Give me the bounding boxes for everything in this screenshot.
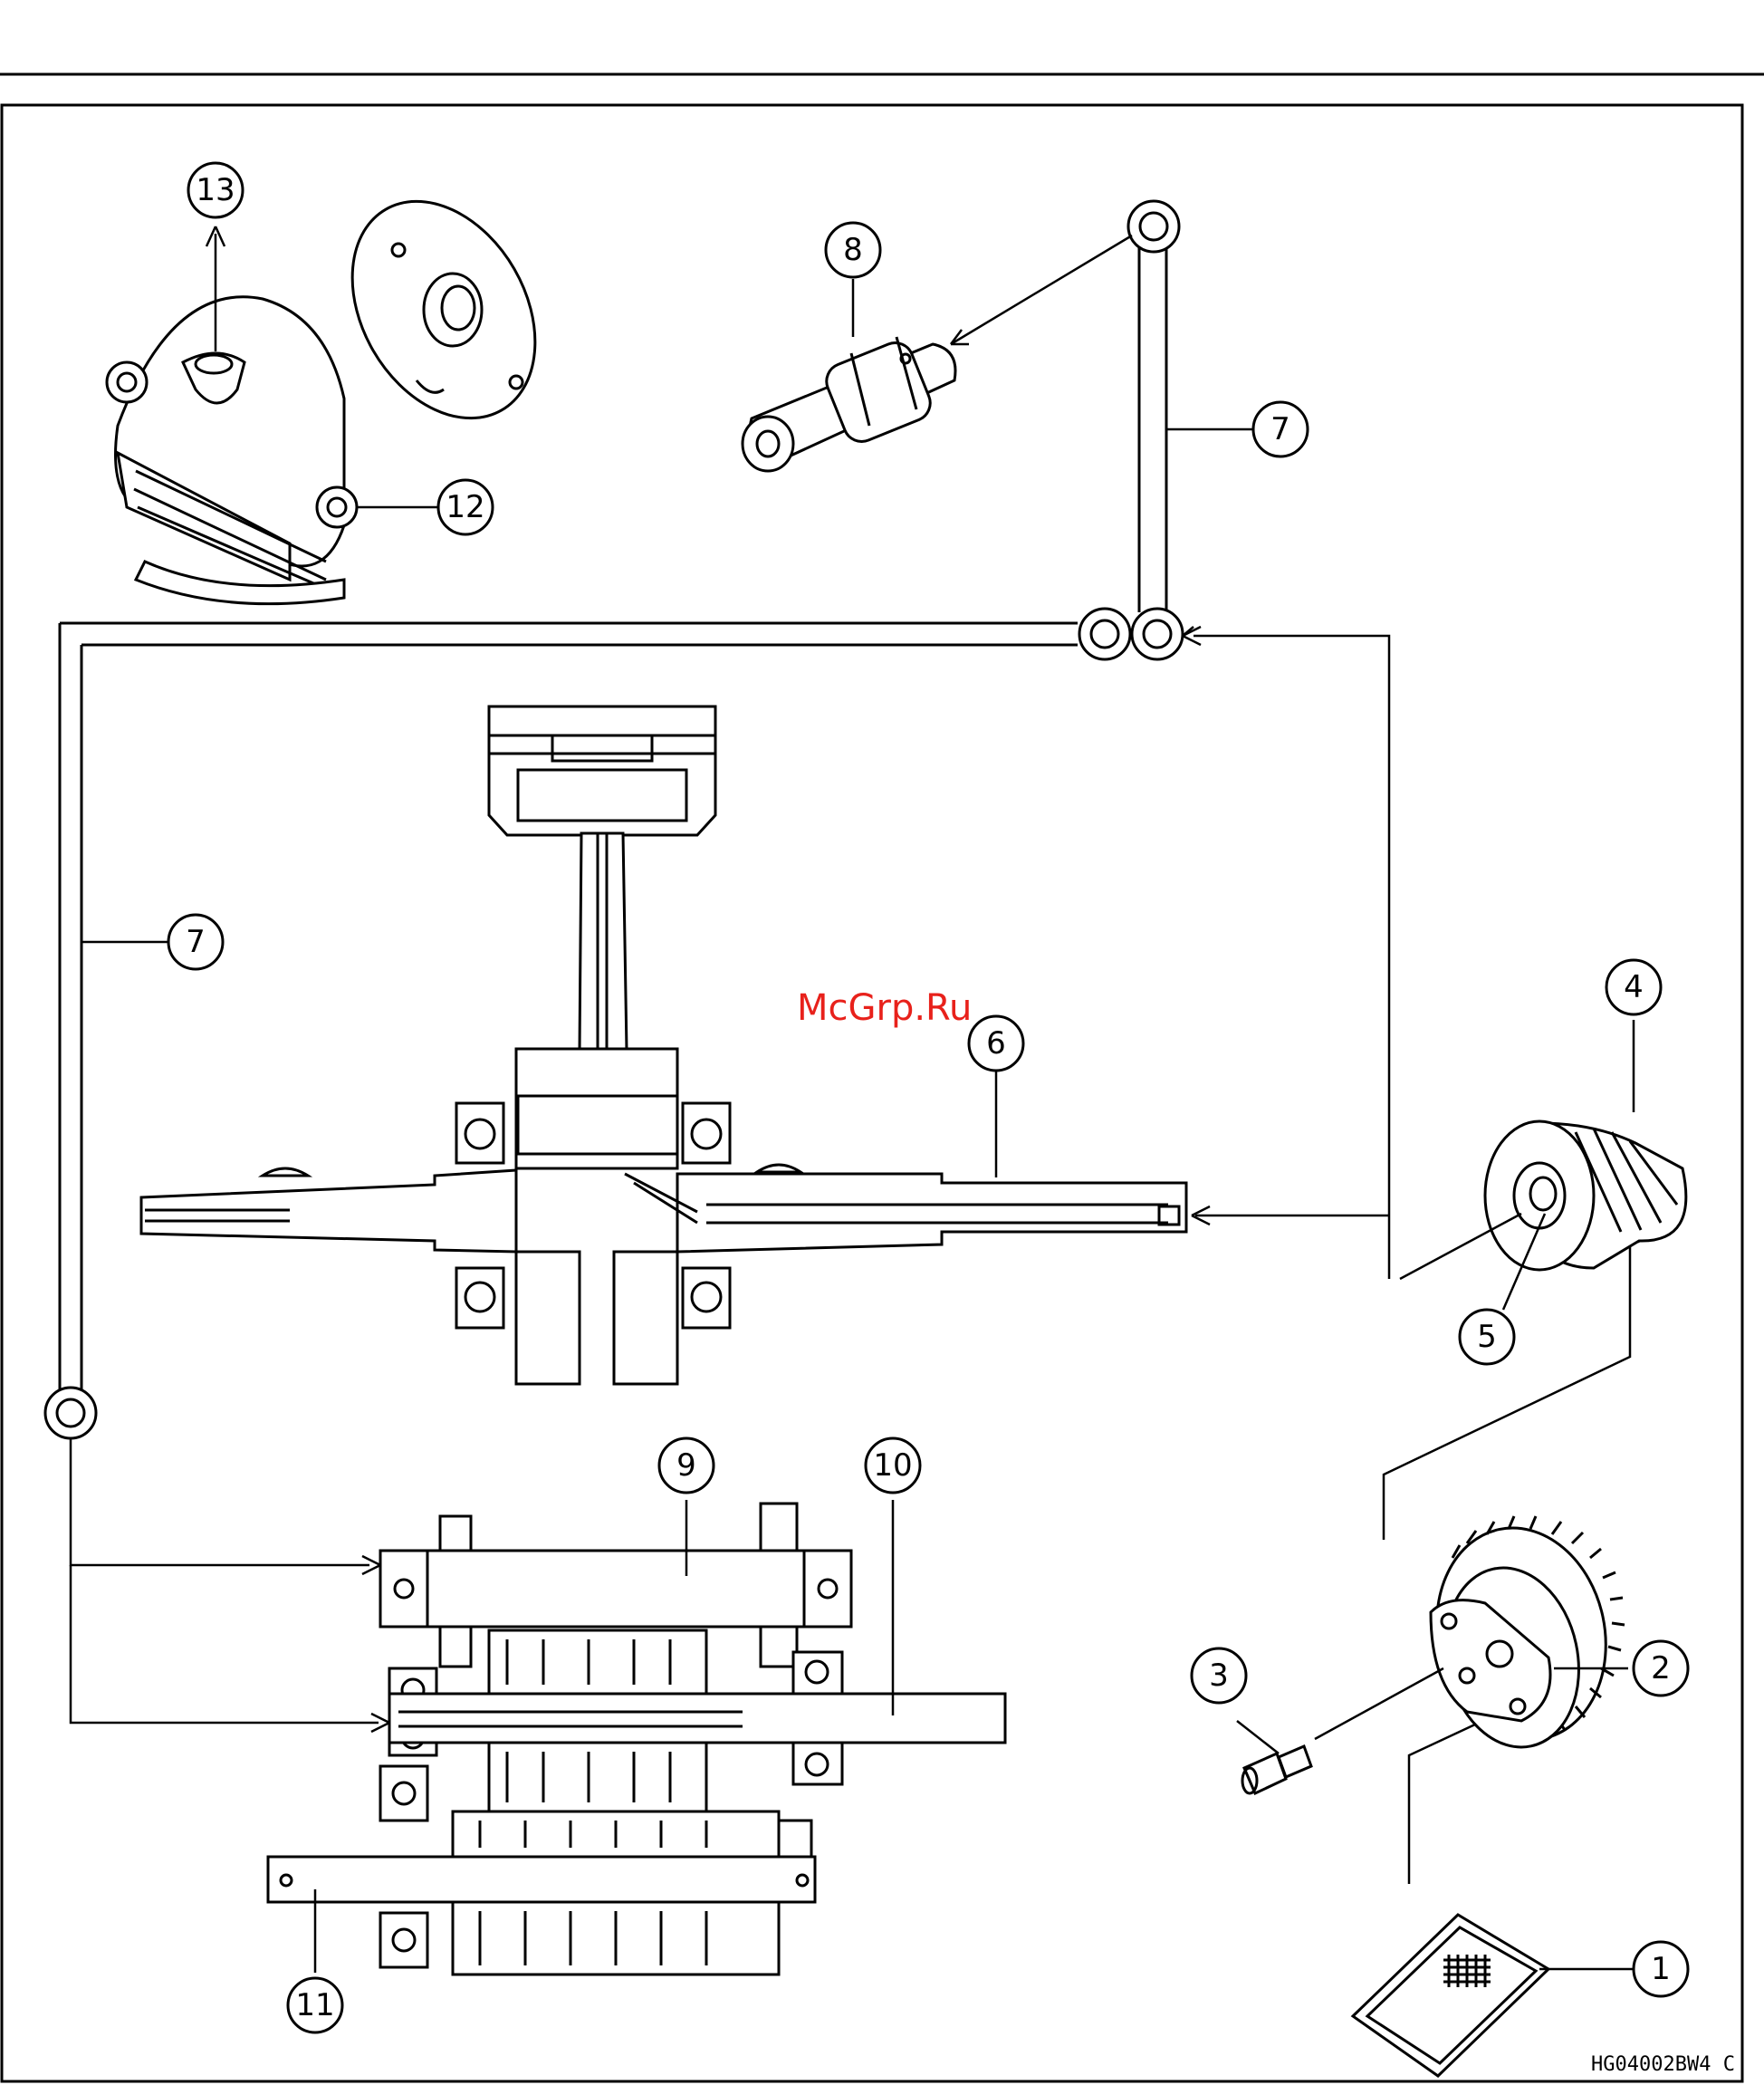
cylinder-head-cover <box>107 297 357 604</box>
svg-text:8: 8 <box>843 232 863 268</box>
piston <box>489 706 715 835</box>
callout-11: 11 <box>288 1978 342 2032</box>
watermark: McGrp.Ru <box>797 987 972 1029</box>
callout-7-top: 7 <box>1253 402 1308 456</box>
junction-ring-lower <box>45 1388 96 1438</box>
oil-filter <box>1485 1121 1686 1270</box>
svg-text:5: 5 <box>1477 1319 1497 1355</box>
svg-text:7: 7 <box>1270 411 1290 447</box>
svg-text:9: 9 <box>676 1447 696 1484</box>
callout-13: 13 <box>188 163 243 217</box>
oil-pump <box>1417 1512 1625 1759</box>
svg-text:6: 6 <box>986 1025 1006 1062</box>
figure-code: HG04002BW4 C <box>1591 2053 1735 2076</box>
callout-2: 2 <box>1634 1641 1688 1696</box>
junction-ring-right <box>1132 609 1183 659</box>
oil-screen <box>1353 1915 1548 2076</box>
camshaft <box>743 337 955 471</box>
cover-plate <box>315 168 572 451</box>
callout-7-left: 7 <box>168 915 223 969</box>
transmission <box>268 1504 1005 1975</box>
callout-8: 8 <box>826 223 880 277</box>
callout-3: 3 <box>1192 1648 1246 1703</box>
junction-ring-left <box>1079 609 1130 659</box>
svg-text:4: 4 <box>1624 969 1644 1005</box>
crankshaft <box>141 1049 1186 1384</box>
svg-text:10: 10 <box>873 1447 912 1484</box>
callout-6: 6 <box>969 1016 1023 1071</box>
callout-10: 10 <box>866 1438 920 1493</box>
callout-1: 1 <box>1634 1942 1688 1996</box>
svg-text:1: 1 <box>1651 1951 1671 1987</box>
svg-text:11: 11 <box>295 1987 334 2023</box>
callout-4: 4 <box>1606 960 1661 1014</box>
callout-9: 9 <box>659 1438 714 1493</box>
leader-3 <box>1237 1721 1279 1754</box>
pump-to-valve <box>1315 1668 1443 1739</box>
svg-text:13: 13 <box>196 172 235 208</box>
svg-text:12: 12 <box>446 489 484 525</box>
callout-12: 12 <box>438 480 493 534</box>
callout-5: 5 <box>1460 1310 1514 1364</box>
svg-text:2: 2 <box>1651 1650 1671 1686</box>
junction-ring-top <box>1128 201 1179 252</box>
svg-text:3: 3 <box>1209 1657 1229 1694</box>
svg-text:7: 7 <box>186 924 206 960</box>
